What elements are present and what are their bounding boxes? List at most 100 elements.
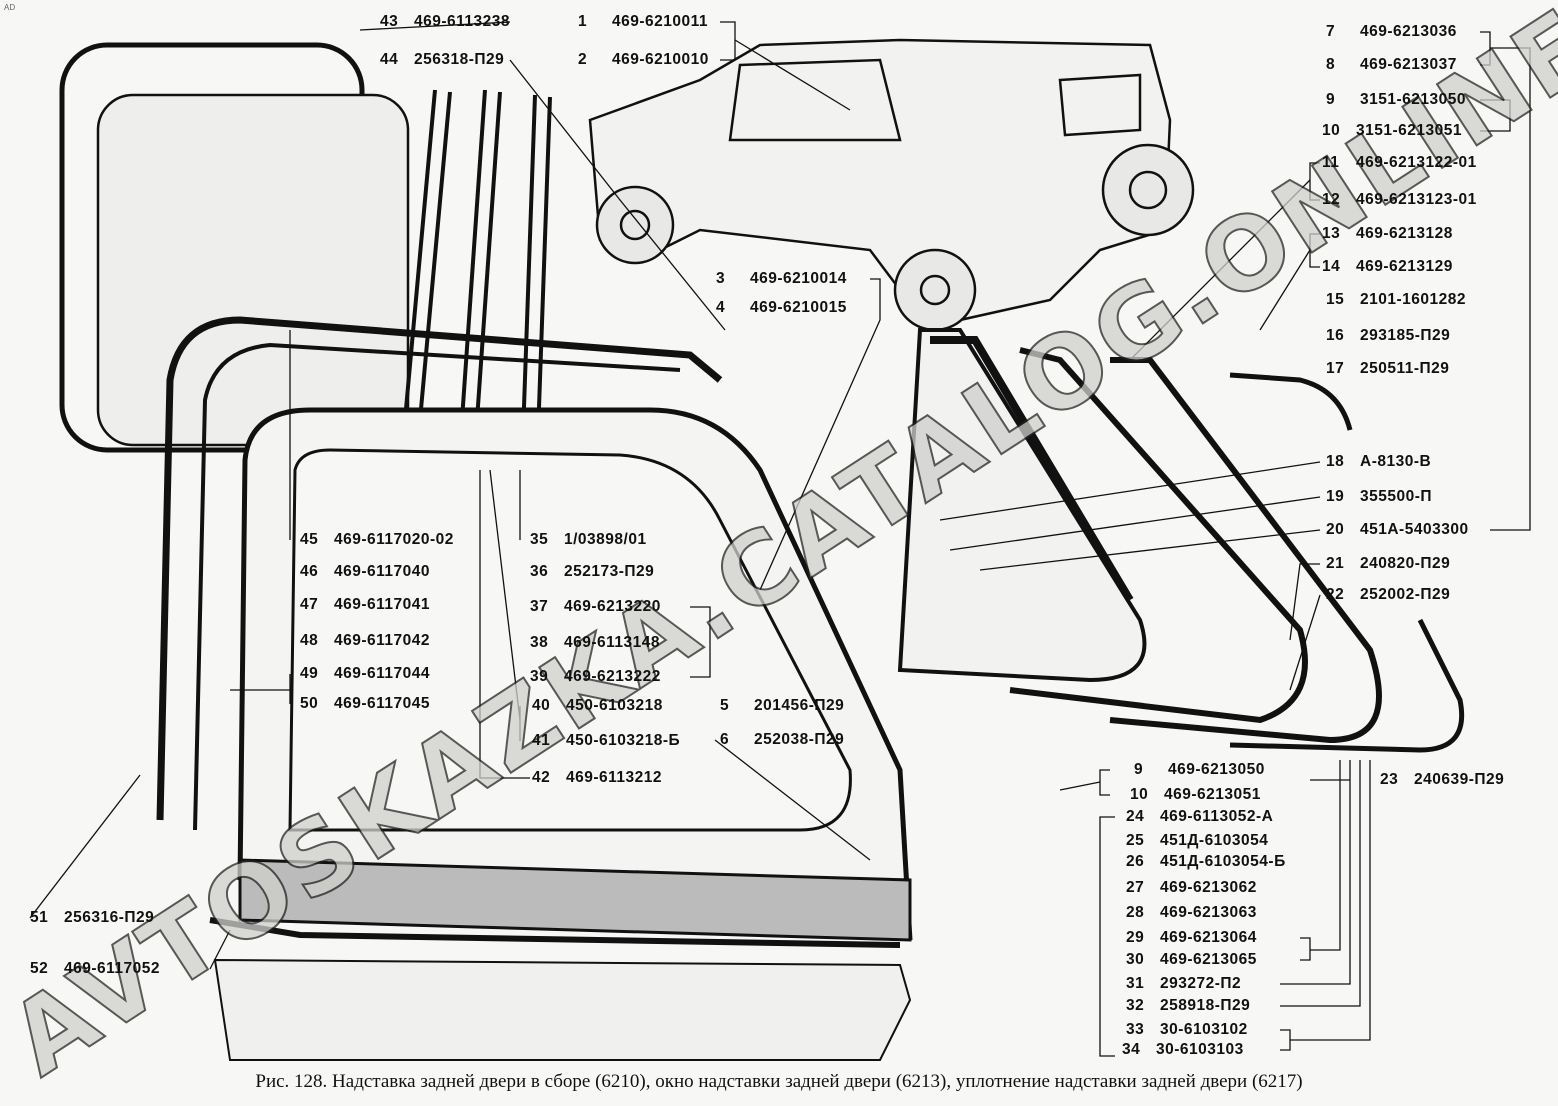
part-number: 469-6210010 [612, 51, 709, 68]
part-number: 3151-6213051 [1356, 122, 1462, 139]
callout-number: 12 [1322, 191, 1341, 208]
callout-46: 46 469-6117040 [300, 563, 430, 581]
callout-number: 39 [530, 668, 549, 685]
callout-number: 44 [380, 51, 399, 68]
callout-number: 8 [1326, 56, 1336, 73]
callout-number: 46 [300, 563, 319, 580]
part-number: 469-6117042 [334, 632, 431, 649]
callout-26: 26 451Д-6103054-Б [1126, 853, 1286, 871]
part-number: 469-6117041 [334, 596, 431, 613]
part-number: 469-6213062 [1160, 879, 1257, 896]
part-number: 469-6213220 [564, 598, 661, 615]
callout-number: 23 [1380, 771, 1399, 788]
part-number: 469-6213050 [1168, 761, 1265, 778]
part-number: 469-6210015 [750, 299, 847, 316]
callout-10: 10 3151-6213051 [1322, 122, 1462, 140]
part-number: 30-6103103 [1156, 1041, 1244, 1058]
callout-2: 2 469-6210010 [578, 51, 709, 69]
callout-number: 4 [716, 299, 726, 316]
callout-number: 38 [530, 634, 549, 651]
side-window-frames [897, 328, 1465, 753]
part-number: 451Д-6103054-Б [1160, 853, 1286, 870]
callout-number: 24 [1126, 808, 1145, 825]
callout-number: 42 [532, 769, 551, 786]
callout-number: 26 [1126, 853, 1145, 870]
part-number: 469-6113052-А [1160, 808, 1274, 825]
callout-35: 35 1/03898/01 [530, 531, 647, 549]
callout-number: 30 [1126, 951, 1145, 968]
callout-number: 27 [1126, 879, 1145, 896]
callout-number: 25 [1126, 832, 1145, 849]
part-number: 293272-П2 [1160, 975, 1242, 992]
callout-23: 23 240639-П29 [1380, 771, 1504, 789]
callout-27: 27 469-6213062 [1126, 879, 1257, 897]
door-extension-frame [156, 316, 913, 1061]
part-number: 469-6210011 [612, 13, 709, 30]
callout-number: 10 [1322, 122, 1341, 139]
callout-number: 28 [1126, 904, 1145, 921]
part-number: 469-6213036 [1360, 23, 1457, 40]
callout-number: 11 [1322, 154, 1340, 171]
part-number: 252173-П29 [564, 563, 655, 580]
part-number: 240639-П29 [1414, 771, 1505, 788]
callout-number: 16 [1326, 327, 1345, 344]
part-number: 451А-5403300 [1360, 521, 1469, 538]
corner-mark: AD [4, 3, 16, 12]
callout-number: 21 [1326, 555, 1345, 572]
callout-number: 22 [1326, 586, 1345, 603]
leader-lines [29, 21, 1531, 1057]
callout-22: 22 252002-П29 [1326, 586, 1450, 604]
callout-number: 9 [1134, 761, 1144, 778]
part-number: 252038-П29 [754, 731, 845, 748]
vehicle-illustration [588, 38, 1195, 332]
part-number: 469-6210014 [750, 270, 847, 287]
callout-number: 20 [1326, 521, 1345, 538]
callout-number: 14 [1322, 258, 1341, 275]
part-number: 469-6213128 [1356, 225, 1453, 242]
callout-number: 52 [30, 960, 49, 977]
callout-9: 9 469-6213050 [1134, 761, 1265, 779]
callout-number: 35 [530, 531, 549, 548]
callout-number: 50 [300, 695, 319, 712]
part-number: 258918-П29 [1160, 997, 1251, 1014]
callout-number: 2 [578, 51, 588, 68]
part-number: 469-6213064 [1160, 929, 1257, 946]
callout-28: 28 469-6213063 [1126, 904, 1257, 922]
part-number: 469-6213063 [1160, 904, 1257, 921]
part-number: 450-6103218-Б [566, 732, 681, 749]
figure-caption: Рис. 128. Надставка задней двери в сборе… [255, 1071, 1303, 1092]
part-number: 469-6117040 [334, 563, 431, 580]
callout-number: 3 [716, 270, 726, 287]
part-number: 469-6113148 [564, 634, 661, 651]
callout-number: 13 [1322, 225, 1341, 242]
part-number: 1/03898/01 [564, 531, 647, 548]
part-number: 469-6213051 [1164, 786, 1261, 803]
part-number: 450-6103218 [566, 697, 663, 714]
callout-13: 13 469-6213128 [1322, 225, 1453, 243]
callout-number: 17 [1326, 360, 1345, 377]
part-number: 252002-П29 [1360, 586, 1451, 603]
part-number: 201456-П29 [754, 697, 845, 714]
part-number: 469-6213065 [1160, 951, 1257, 968]
part-number: 3151-6213050 [1360, 91, 1466, 108]
callout-number: 32 [1126, 997, 1145, 1014]
part-number: 240820-П29 [1360, 555, 1451, 572]
